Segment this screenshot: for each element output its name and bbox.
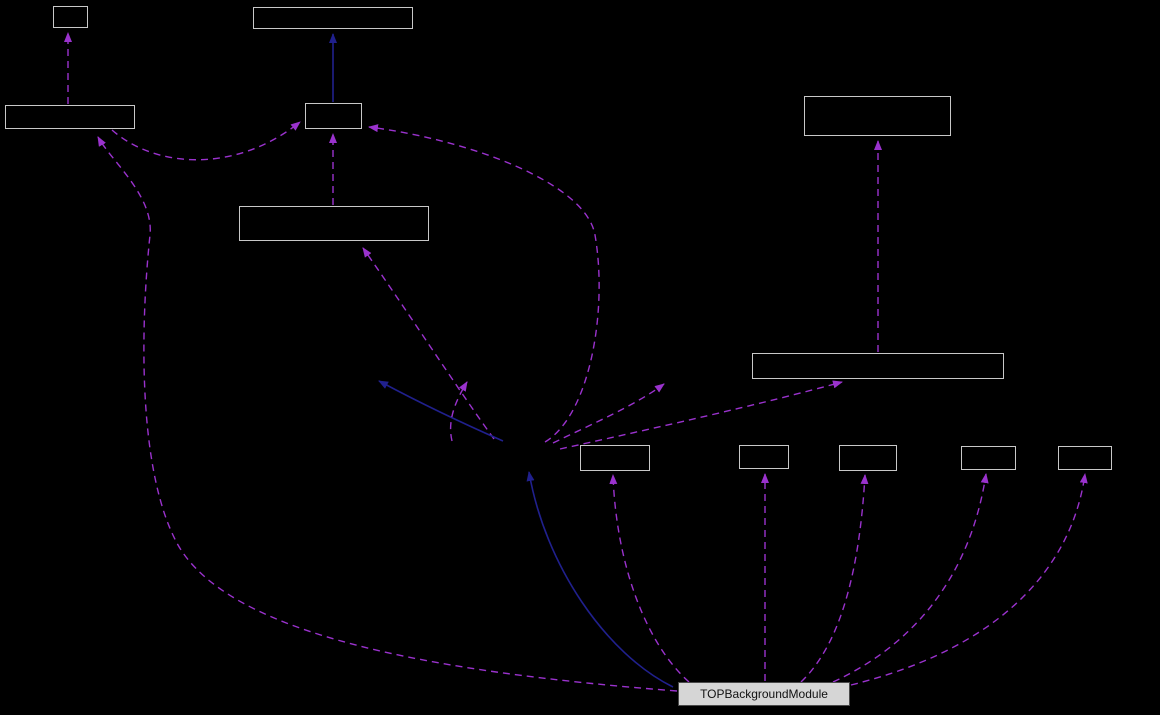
edge-hidden-module-to-hidden-b bbox=[449, 381, 468, 442]
diagram-node-n10[interactable] bbox=[839, 445, 897, 471]
edge-main-to-hidden-module bbox=[526, 471, 674, 688]
diagram-node-n12[interactable] bbox=[1058, 446, 1112, 470]
edge-hidden-module-to-n4 bbox=[368, 124, 600, 443]
edge-main-to-n12 bbox=[850, 473, 1088, 686]
diagram-node-n3[interactable] bbox=[5, 105, 135, 129]
edge-hidden-module-to-n7 bbox=[559, 380, 843, 450]
edge-hidden-module-to-n5 bbox=[362, 247, 495, 440]
edge-main-to-n8 bbox=[609, 474, 690, 683]
diagram-node-n9[interactable] bbox=[739, 445, 789, 469]
edge-hidden-module-to-hidden-c bbox=[552, 383, 665, 444]
diagram-node-n8[interactable] bbox=[580, 445, 650, 471]
node-topbackgroundmodule[interactable]: TOPBackgroundModule bbox=[678, 682, 850, 706]
diagram-node-n6[interactable] bbox=[804, 96, 951, 136]
edge-hidden-module-to-hidden-a bbox=[378, 380, 504, 442]
diagram-node-n5[interactable] bbox=[239, 206, 429, 241]
diagram-node-n2[interactable] bbox=[253, 7, 413, 29]
diagram-node-n4[interactable] bbox=[305, 103, 362, 129]
diagram-node-n11[interactable] bbox=[961, 446, 1016, 470]
edge-main-to-n3 bbox=[97, 136, 678, 692]
diagram-node-n1[interactable] bbox=[53, 6, 88, 28]
edge-n3-to-n4 bbox=[111, 121, 301, 161]
edge-main-to-n11 bbox=[832, 473, 989, 683]
diagram-node-n7[interactable] bbox=[752, 353, 1004, 379]
edge-main-to-n10 bbox=[800, 474, 869, 683]
